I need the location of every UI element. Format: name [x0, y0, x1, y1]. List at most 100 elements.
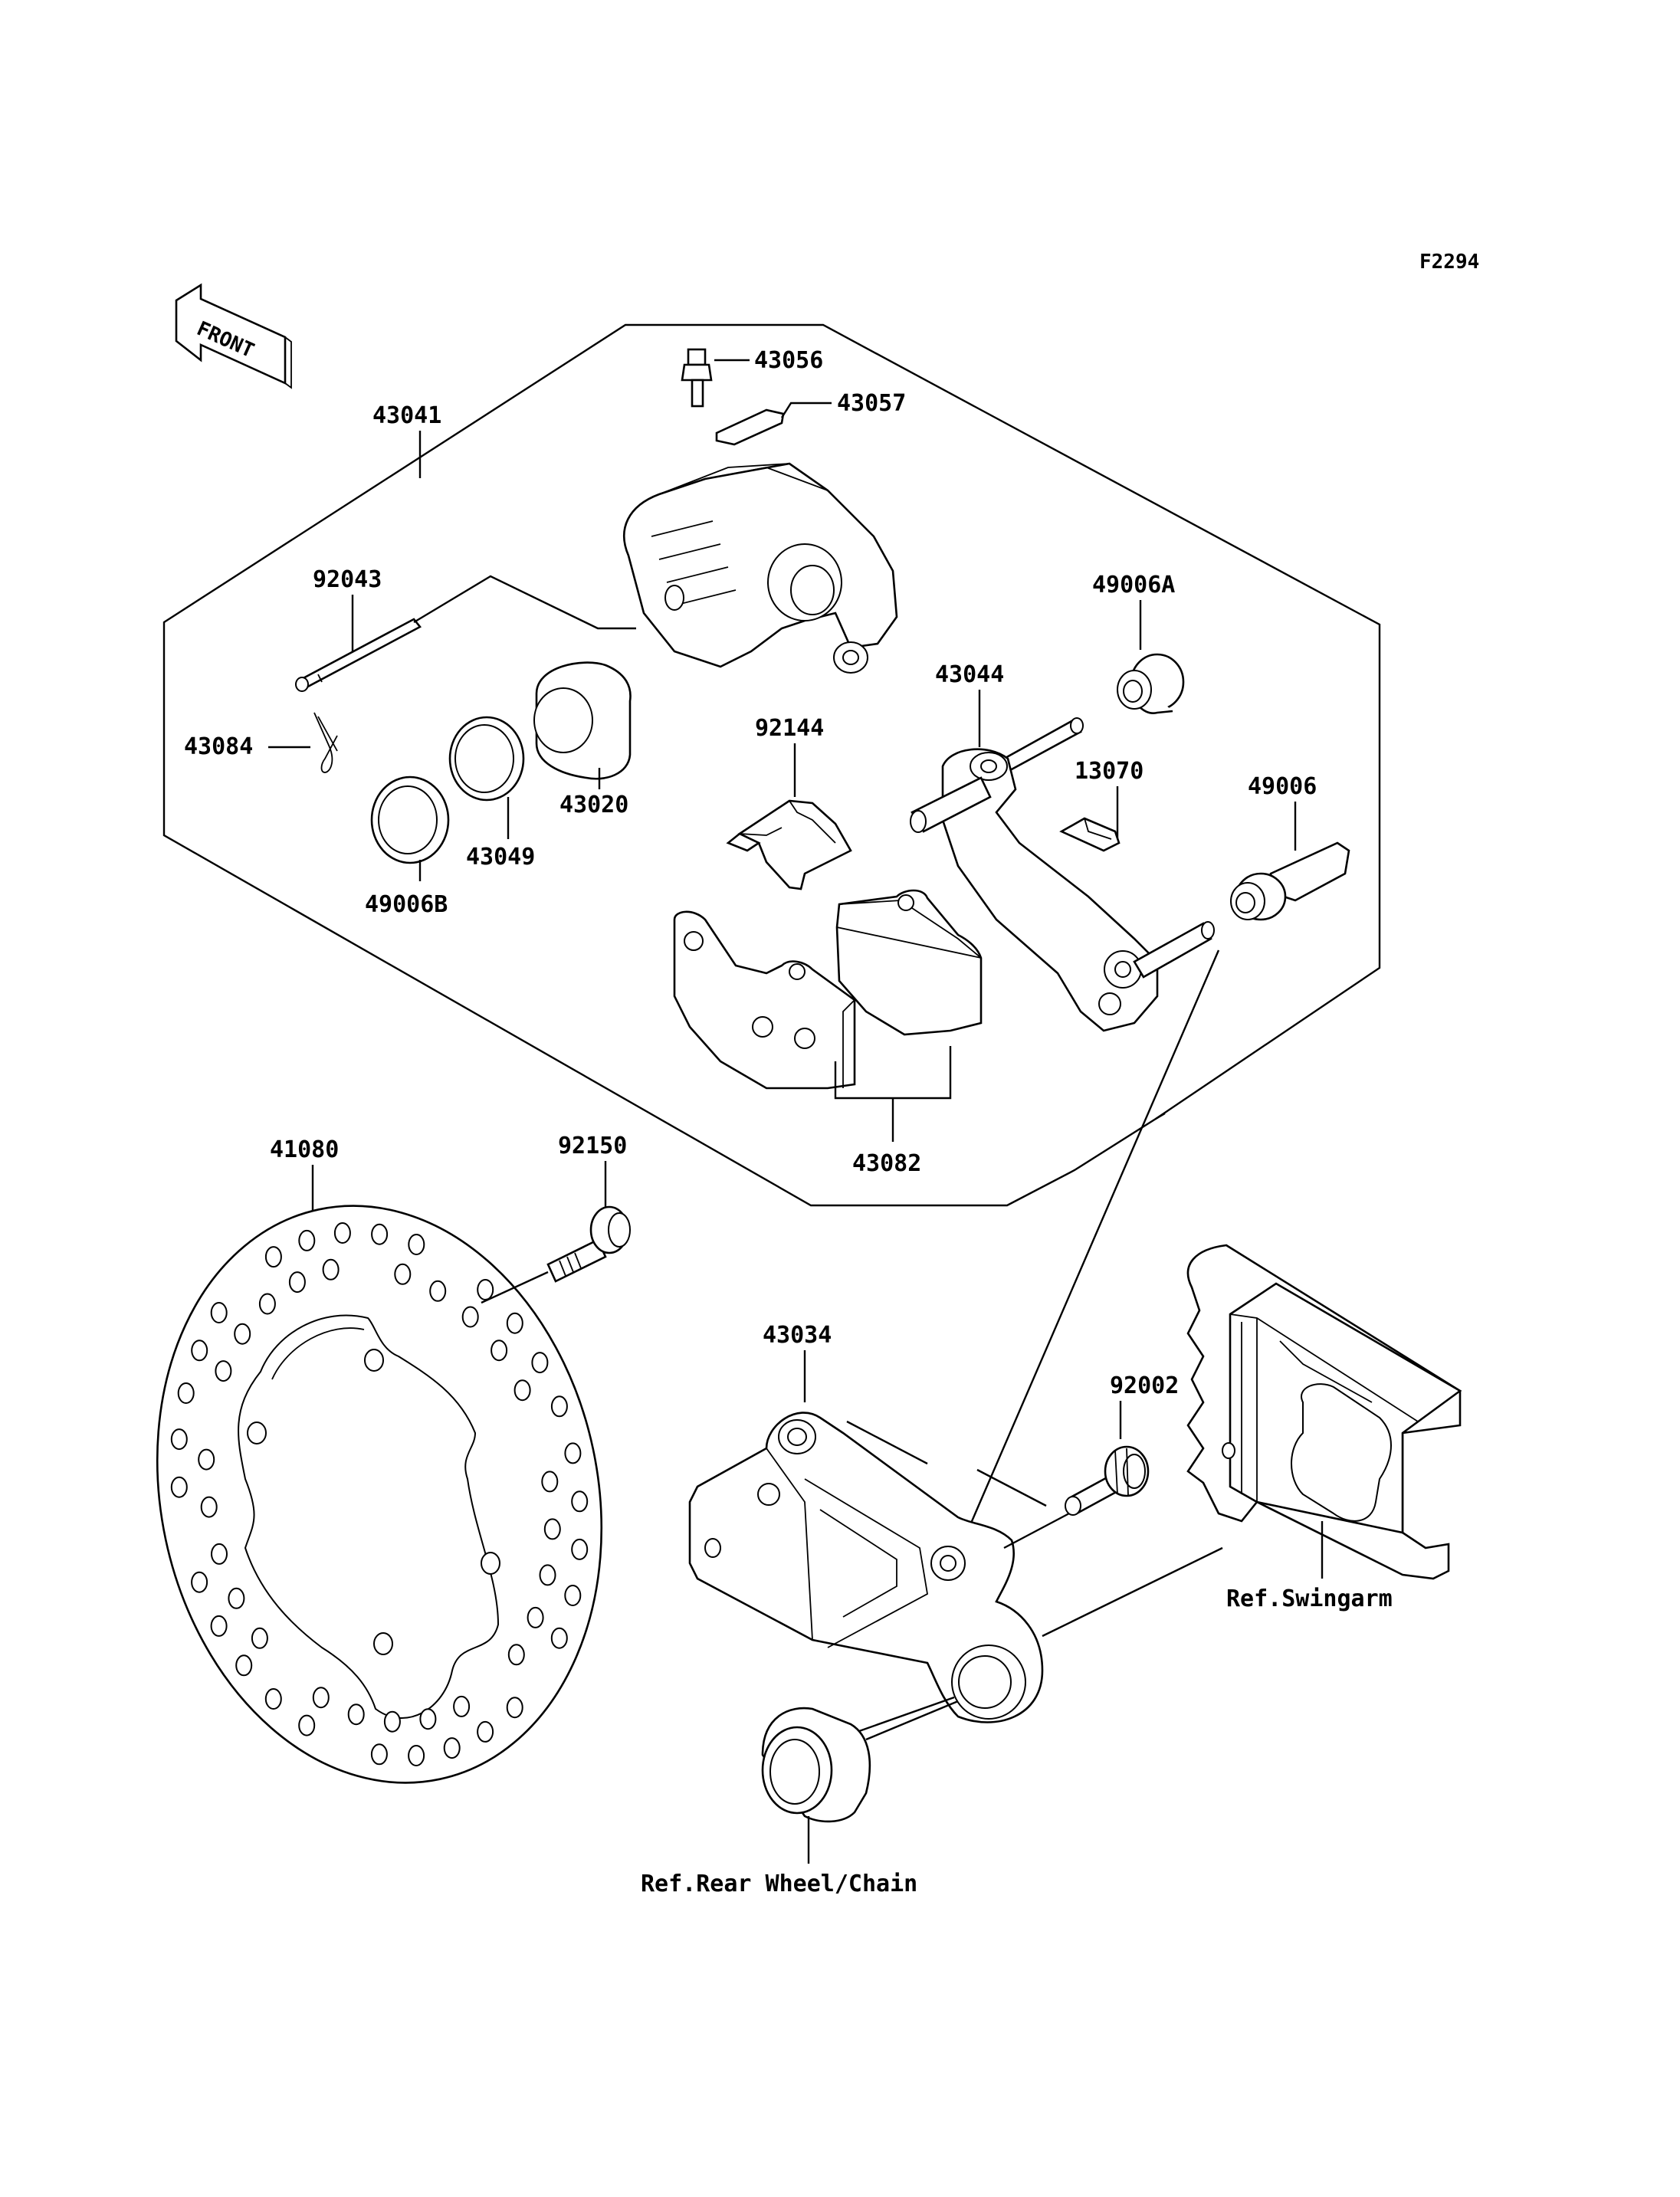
- disc-vent-hole: [210, 1615, 228, 1637]
- disc-vent-hole: [211, 1543, 228, 1565]
- disc-vent-hole: [370, 1743, 388, 1766]
- disc-vent-hole: [571, 1538, 589, 1560]
- disc-vent-hole: [408, 1745, 425, 1766]
- disc-vent-hole: [251, 1627, 268, 1649]
- disc-vent-hole: [170, 1476, 188, 1498]
- disc-vent-hole: [429, 1280, 447, 1302]
- disc-vent-hole: [170, 1428, 188, 1451]
- disc-vent-hole: [347, 1703, 365, 1726]
- disc-vent-hole: [571, 1490, 589, 1513]
- boot-49006: [1230, 841, 1350, 921]
- disc-vent-hole: [453, 1695, 471, 1717]
- brake-disc: [156, 1205, 603, 1784]
- disc-vent-hole: [383, 1710, 401, 1733]
- label-41080: 41080: [270, 1136, 339, 1163]
- label-43020: 43020: [559, 792, 628, 818]
- label-43057: 43057: [837, 390, 906, 417]
- disc-vent-hole: [264, 1688, 282, 1710]
- disc-vent-hole: [200, 1496, 218, 1518]
- pad-spring: [726, 799, 852, 890]
- disc-vent-hole: [477, 1279, 494, 1300]
- disc-vent-holes: [170, 1222, 589, 1766]
- figure-code: F2294: [1419, 251, 1479, 274]
- front-arrow-icon: FRONT: [175, 283, 292, 389]
- disc-vent-hole: [539, 1564, 556, 1586]
- label-49006B: 49006B: [365, 891, 448, 918]
- disc-vent-hole: [191, 1571, 208, 1593]
- label-92150: 92150: [558, 1133, 627, 1159]
- disc-vent-hole: [514, 1379, 531, 1402]
- support-bolt: [1065, 1445, 1150, 1516]
- disc-vent-hole: [264, 1246, 282, 1268]
- disc-vent-hole: [527, 1606, 544, 1628]
- pad-spring-clip: [1059, 817, 1121, 852]
- disc-vent-hole: [191, 1340, 208, 1362]
- bleeder-valve: [681, 348, 713, 408]
- disc-vent-hole: [550, 1395, 568, 1418]
- disc-vent-hole: [235, 1654, 253, 1677]
- disc-vent-hole: [543, 1518, 561, 1540]
- disc-vent-hole: [288, 1271, 306, 1294]
- label-43084: 43084: [184, 733, 253, 760]
- disc-vent-hole: [198, 1448, 215, 1471]
- bleeder-cap: [715, 408, 785, 446]
- disc-vent-hole: [228, 1587, 245, 1609]
- disc-vent-hole: [177, 1382, 195, 1404]
- disc-vent-hole: [312, 1687, 330, 1709]
- caliper-assembly-outline: [162, 323, 1381, 1207]
- label-43049: 43049: [466, 844, 535, 871]
- disc-vent-hole: [461, 1306, 479, 1328]
- disc-vent-hole: [564, 1585, 582, 1606]
- disc-vent-hole: [394, 1263, 412, 1285]
- brake-pad-rear: [673, 910, 856, 1090]
- label-43082: 43082: [852, 1150, 921, 1177]
- boot-49006A: [1117, 653, 1185, 714]
- disc-vent-hole: [408, 1234, 425, 1255]
- swingarm: [1186, 1244, 1462, 1580]
- disc-vent-hole: [258, 1293, 276, 1315]
- disc-vent-hole: [371, 1223, 389, 1245]
- label-43056: 43056: [754, 347, 823, 374]
- pad-pin: [295, 618, 422, 692]
- piston-seal: [448, 716, 525, 802]
- label-43041: 43041: [372, 402, 441, 429]
- ref-rear-wheel: Ref.Rear Wheel/Chain: [641, 1871, 917, 1897]
- disc-vent-hole: [298, 1229, 316, 1251]
- disc-vent-hole: [477, 1720, 494, 1743]
- disc-vent-hole: [506, 1312, 523, 1334]
- disc-vent-hole: [491, 1340, 508, 1362]
- dust-seal: [370, 776, 450, 864]
- disc-vent-hole: [531, 1352, 549, 1374]
- brake-pad-front: [835, 889, 983, 1036]
- disc-vent-hole: [298, 1714, 316, 1736]
- disc-vent-hole: [550, 1627, 568, 1649]
- label-49006: 49006: [1248, 773, 1317, 800]
- label-92043: 92043: [313, 566, 382, 593]
- disc-vent-hole: [234, 1323, 251, 1345]
- disc-vent-hole: [507, 1644, 525, 1666]
- label-49006A: 49006A: [1092, 572, 1175, 598]
- disc-vent-hole: [215, 1360, 232, 1382]
- caliper-bracket: [910, 717, 1215, 1032]
- disc-bolt: [546, 1205, 631, 1283]
- disc-vent-hole: [322, 1258, 340, 1280]
- disc-vent-hole: [419, 1708, 437, 1730]
- disc-vent-hole: [333, 1222, 351, 1244]
- label-43044: 43044: [935, 661, 1004, 688]
- ref-swingarm: Ref.Swingarm: [1226, 1585, 1393, 1612]
- disc-vent-hole: [443, 1737, 461, 1759]
- label-43034: 43034: [763, 1322, 832, 1349]
- disc-vent-hole: [506, 1697, 523, 1719]
- disc-vent-hole: [541, 1471, 559, 1493]
- disc-vent-hole: [210, 1302, 228, 1323]
- disc-vent-hole: [564, 1442, 582, 1464]
- caliper-body: [623, 462, 898, 674]
- piston: [533, 661, 632, 780]
- label-92002: 92002: [1110, 1372, 1179, 1399]
- collar: [761, 1707, 871, 1823]
- label-13070: 13070: [1075, 758, 1144, 785]
- caliper-support: [688, 1412, 1044, 1723]
- label-92144: 92144: [755, 715, 824, 742]
- pin-clip: [313, 712, 338, 773]
